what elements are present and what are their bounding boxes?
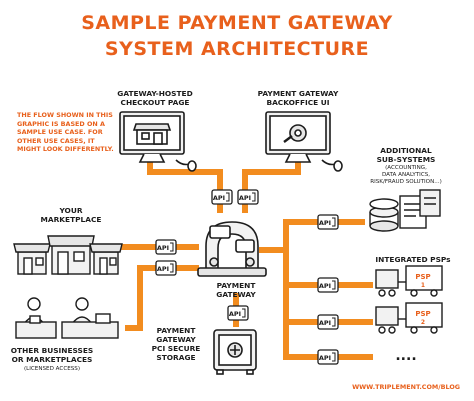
pci-storage-safe-icon <box>213 329 257 375</box>
api-badge-backoffice-text: API <box>239 194 251 202</box>
title-line-2: SYSTEM ARCHITECTURE <box>104 38 370 60</box>
backoffice-label-line1: PAYMENT GATEWAY <box>257 89 339 98</box>
api-badge-subsystems-text: API <box>319 219 331 227</box>
storage-label-line3: PCI SECURE <box>151 344 201 353</box>
backoffice-label-line2: BACKOFFICE UI <box>266 98 330 107</box>
api-badge-subsystems-plug-icon <box>332 217 336 227</box>
checkout-label-line1: GATEWAY-HOSTED <box>117 89 193 98</box>
api-badge-more-psps-plug-icon <box>332 352 336 362</box>
api-badge-psp2-plug-icon <box>332 317 336 327</box>
storage-label: PAYMENT GATEWAY PCI SECURE STORAGE <box>140 326 212 362</box>
marketplace-label-line1: YOUR <box>59 206 83 215</box>
api-badge-psp2-text: API <box>319 319 331 327</box>
api-badge-others-text: API <box>157 265 169 273</box>
psps-label: INTEGRATED PSPs <box>375 255 451 264</box>
marketplace-label: YOUR MARKETPLACE <box>36 206 106 224</box>
api-badges: API API API API API API API API API <box>155 189 339 365</box>
api-badge-checkout: API <box>211 189 233 205</box>
api-badge-psp1-text: API <box>319 282 331 290</box>
api-badge-more-psps-text: API <box>319 354 331 362</box>
checkout-label-line2: CHECKOUT PAGE <box>120 98 190 107</box>
other-businesses-icon <box>15 297 119 339</box>
storage-label-line4: STORAGE <box>156 353 196 362</box>
api-badge-subsystems: API <box>317 214 339 230</box>
checkout-monitor-icon <box>119 111 197 172</box>
psp2-label: PSP <box>415 310 430 318</box>
marketplace-label-line2: MARKETPLACE <box>40 215 102 224</box>
api-badge-storage: API <box>227 305 249 321</box>
api-badge-others-plug-icon <box>170 263 174 273</box>
subsystems-detail-line3: RISK/FRAUD SOLUTION...) <box>370 179 442 185</box>
storage-label-line2: GATEWAY <box>156 335 196 344</box>
subsystems-detail-line2: DATA ANALYTICS, <box>381 172 431 178</box>
psp1-label: PSP <box>415 273 430 281</box>
storage-label-line1: PAYMENT <box>156 326 196 335</box>
others-label-line1: OTHER BUSINESSES <box>10 346 94 355</box>
marketplace-storefront-icon <box>13 235 123 275</box>
api-badge-marketplace: API <box>155 239 177 255</box>
gateway-label-line2: GATEWAY <box>216 290 256 299</box>
psp2-icon <box>375 302 443 334</box>
api-badge-backoffice: API <box>237 189 259 205</box>
api-badge-psp1-plug-icon <box>332 280 336 290</box>
api-badge-marketplace-text: API <box>157 244 169 252</box>
subsystems-label: ADDITIONAL SUB-SYSTEMS <box>356 146 456 164</box>
others-label-line2: OR MARKETPLACES <box>11 355 93 364</box>
subsystems-label-line2: SUB-SYSTEMS <box>376 155 436 164</box>
payment-gateway-icon <box>197 221 267 277</box>
more-psps-ellipsis: .... <box>395 348 416 364</box>
arrow-checkout-to-gateway <box>147 157 223 213</box>
psp2-number: 2 <box>421 319 425 326</box>
arrow-others-to-gateway <box>125 265 199 331</box>
api-badge-psp1: API <box>317 277 339 293</box>
psp1-number: 1 <box>421 282 425 289</box>
backoffice-monitor-icon <box>265 111 343 172</box>
api-badge-others: API <box>155 260 177 276</box>
disclaimer-note: THE FLOW SHOWN IN THIS GRAPHIC IS BASED … <box>17 111 114 154</box>
api-badge-checkout-text: API <box>213 194 225 202</box>
backoffice-label: PAYMENT GATEWAY BACKOFFICE UI <box>250 89 346 107</box>
api-badge-marketplace-plug-icon <box>170 242 174 252</box>
subsystems-label-line1: ADDITIONAL <box>380 146 432 155</box>
subsystems-icon <box>369 189 441 232</box>
api-badge-checkout-plug-icon <box>226 192 230 202</box>
api-badge-storage-text: API <box>229 310 241 318</box>
title-line-1: SAMPLE PAYMENT GATEWAY <box>81 12 393 34</box>
api-badge-storage-plug-icon <box>242 308 246 318</box>
gateway-label: PAYMENT GATEWAY <box>204 281 268 299</box>
subsystems-detail-line1: (ACCOUNTING, <box>385 165 427 171</box>
checkout-label: GATEWAY-HOSTED CHECKOUT PAGE <box>110 89 200 107</box>
arrow-to-more-psps <box>283 319 373 360</box>
psp1-icon <box>375 265 443 297</box>
others-label: OTHER BUSINESSES OR MARKETPLACES <box>4 346 100 364</box>
api-badge-psp2: API <box>317 314 339 330</box>
api-badge-backoffice-plug-icon <box>252 192 256 202</box>
api-badge-more-psps: API <box>317 349 339 365</box>
connector-arrows <box>115 157 373 360</box>
footer-url[interactable]: WWW.TRIPLEMENT.COM/BLOG <box>352 383 460 391</box>
gateway-label-line1: PAYMENT <box>216 281 256 290</box>
others-detail: (LICENSED ACCESS) <box>23 366 81 372</box>
subsystems-detail: (ACCOUNTING, DATA ANALYTICS, RISK/FRAUD … <box>346 165 466 186</box>
